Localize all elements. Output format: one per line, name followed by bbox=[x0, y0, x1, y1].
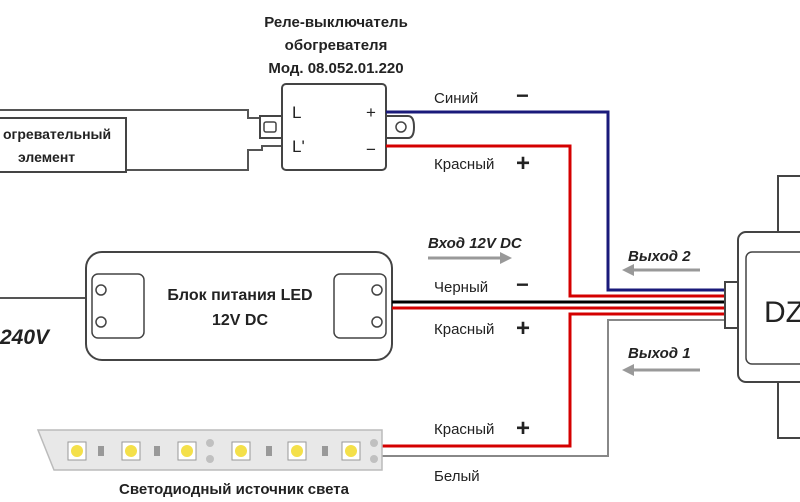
relay-red-label: Красный bbox=[434, 156, 494, 173]
controller-label: DZ bbox=[764, 296, 800, 329]
led-chip bbox=[341, 441, 361, 461]
relay-blue-label: Синий bbox=[434, 90, 478, 107]
led-red-wire bbox=[378, 312, 725, 448]
cut-point bbox=[206, 439, 214, 463]
output1-label: Выход 1 bbox=[628, 345, 691, 362]
led-chip bbox=[67, 441, 87, 461]
relay-red-sign: + bbox=[516, 150, 530, 177]
input-arrow bbox=[428, 252, 512, 264]
relay-terminal-l: L bbox=[292, 103, 301, 122]
heater-element-box: огревательный элемент bbox=[0, 117, 127, 173]
led-white-wire bbox=[378, 319, 725, 457]
heater-label-line1: огревательный bbox=[3, 126, 111, 142]
resistor bbox=[266, 446, 272, 456]
mains-voltage-label: 240V bbox=[0, 326, 51, 349]
output2-label: Выход 2 bbox=[628, 248, 691, 265]
relay-title-line2: обогревателя bbox=[285, 37, 388, 54]
input-arrow-label: Вход 12V DC bbox=[428, 235, 523, 252]
led-strip-label: Светодиодный источник света bbox=[119, 481, 350, 498]
led-white-label: Белый bbox=[434, 468, 480, 485]
relay-title-line1: Реле-выключатель bbox=[264, 14, 408, 31]
resistor bbox=[98, 446, 104, 456]
led-chip bbox=[177, 441, 197, 461]
relay-terminal-plus: + bbox=[366, 103, 376, 122]
power-supply-label-line1: Блок питания LED bbox=[167, 287, 312, 304]
led-red-sign: + bbox=[516, 415, 530, 442]
output2-arrow bbox=[622, 264, 700, 276]
led-red-label: Красный bbox=[434, 421, 494, 438]
resistor bbox=[154, 446, 160, 456]
heater-label-line2: элемент bbox=[18, 149, 75, 165]
resistor bbox=[322, 446, 328, 456]
led-chip bbox=[287, 441, 307, 461]
output1-arrow bbox=[622, 364, 700, 376]
relay-module: L L' + − bbox=[259, 83, 416, 171]
psu-black-sign: − bbox=[516, 272, 529, 297]
relay-blue-sign: − bbox=[516, 83, 529, 108]
power-supply-box: Блок питания LED 12V DC bbox=[85, 251, 393, 361]
strip-end-pads bbox=[370, 439, 378, 463]
psu-red-label: Красный bbox=[434, 321, 494, 338]
psu-black-label: Черный bbox=[434, 279, 488, 296]
relay-terminal-l-prime: L' bbox=[292, 137, 305, 156]
relay-red-wire bbox=[386, 144, 725, 298]
power-supply-label-line2: 12V DC bbox=[212, 312, 268, 329]
led-chip bbox=[231, 441, 251, 461]
psu-red-sign: + bbox=[516, 315, 530, 342]
led-strip bbox=[36, 429, 383, 471]
relay-blue-wire bbox=[386, 110, 725, 292]
led-chip bbox=[121, 441, 141, 461]
relay-title-line3: Мод. 08.052.01.220 bbox=[268, 60, 403, 77]
controller-module: DZ bbox=[724, 175, 800, 439]
relay-terminal-minus: − bbox=[366, 140, 376, 159]
